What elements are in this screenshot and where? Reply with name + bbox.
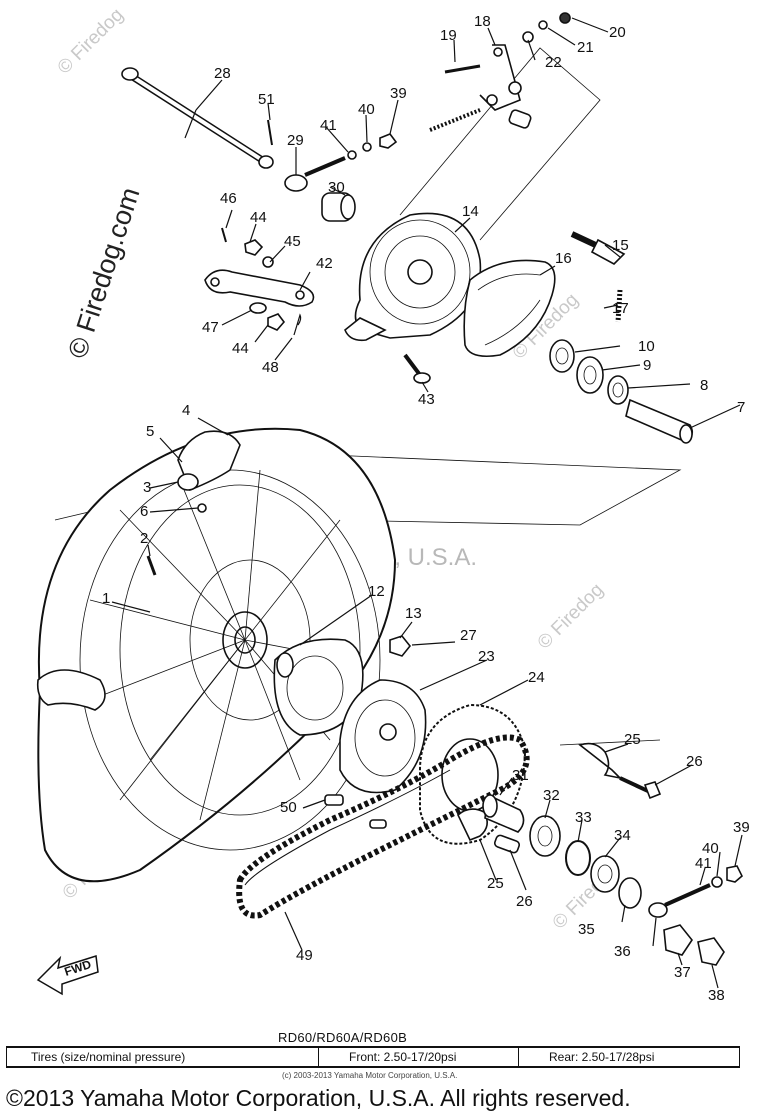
callout-number: 14 xyxy=(462,203,479,220)
master-link-50 xyxy=(324,794,387,829)
rear-wheel-assembly xyxy=(36,427,397,883)
callout-number: 10 xyxy=(638,338,655,355)
callout-number: 41 xyxy=(695,855,712,872)
callout-number: 13 xyxy=(405,605,422,622)
callout-number: 40 xyxy=(358,101,375,118)
sprocket-hub-23 xyxy=(339,679,427,794)
callout-number: 41 xyxy=(320,117,337,134)
spacer-30 xyxy=(321,192,356,222)
callout-number: 48 xyxy=(262,359,279,376)
drive-side-bearings xyxy=(482,793,743,966)
callout-number: 20 xyxy=(609,24,626,41)
callout-number: 5 xyxy=(146,423,154,440)
spring-17 xyxy=(615,289,623,323)
fwd-arrow: FWD xyxy=(36,955,99,996)
callout-number: 6 xyxy=(140,503,148,520)
callout-number: 18 xyxy=(474,13,491,30)
callout-number: 42 xyxy=(316,255,333,272)
tire-spec-table: Tires (size/nominal pressure) Front: 2.5… xyxy=(6,1046,740,1068)
callout-number: 8 xyxy=(700,377,708,394)
model-label: RD60/RD60A/RD60B xyxy=(278,1030,408,1045)
chain-adjusters xyxy=(457,742,662,854)
callout-number: 51 xyxy=(258,91,275,108)
callout-number: 21 xyxy=(577,39,594,56)
callout-number: 3 xyxy=(143,479,151,496)
callout-number: 9 xyxy=(643,357,651,374)
copyright-notice: ©2013 Yamaha Motor Corporation, U.S.A. A… xyxy=(6,1085,631,1111)
callout-number: 34 xyxy=(614,827,631,844)
callout-number: 40 xyxy=(702,840,719,857)
callout-number: 46 xyxy=(220,190,237,207)
bearing-stack xyxy=(549,339,694,444)
callout-number: 38 xyxy=(708,987,725,1004)
callout-number: 4 xyxy=(182,402,190,419)
callout-number: 35 xyxy=(578,921,595,938)
callout-number: 19 xyxy=(440,27,457,44)
callout-number: 45 xyxy=(284,233,301,250)
callout-number: 2 xyxy=(140,530,148,547)
exploded-rear-wheel-diagram: © Firedog © Firedog © Firedog © Firedog … xyxy=(36,4,750,1004)
watermark-text: © Firedog xyxy=(534,579,608,653)
brake-plate-14 xyxy=(344,212,482,384)
callout-number: 31 xyxy=(512,767,529,784)
callout-number: 16 xyxy=(555,250,572,267)
callout-number: 24 xyxy=(528,669,545,686)
bolt-group-top xyxy=(267,119,398,192)
nut-27 xyxy=(389,635,412,657)
callout-number: 44 xyxy=(250,209,267,226)
small-copyright: (c) 2003-2013 Yamaha Motor Corporation, … xyxy=(282,1071,458,1080)
watermark-side-text: © Firedog.com xyxy=(62,184,145,362)
leader-lines xyxy=(111,17,743,989)
callout-number: 25 xyxy=(624,731,641,748)
callout-number: 23 xyxy=(478,648,495,665)
watermark-text: © Firedog xyxy=(54,4,128,78)
callout-number: 27 xyxy=(460,627,477,644)
callout-number: 37 xyxy=(674,964,691,981)
cam-shaft-15 xyxy=(570,231,626,265)
tires-label: Tires (size/nominal pressure) xyxy=(7,1048,319,1066)
callout-numbers: 1 2 3 4 5 6 7 8 9 10 12 13 14 15 16 17 1… xyxy=(102,13,750,1004)
callout-number: 22 xyxy=(545,54,562,71)
callout-number: 17 xyxy=(612,300,629,317)
callout-number: 47 xyxy=(202,319,219,336)
callout-number: 12 xyxy=(368,583,385,600)
axle-28 xyxy=(121,67,274,169)
callout-number: 26 xyxy=(686,753,703,770)
callout-number: 1 xyxy=(102,590,110,607)
callout-number: 50 xyxy=(280,799,297,816)
callout-number: 39 xyxy=(733,819,750,836)
callout-number: 32 xyxy=(543,787,560,804)
callout-number: 33 xyxy=(575,809,592,826)
front-tire-spec: Front: 2.50-17/20psi xyxy=(319,1048,519,1066)
callout-number: 39 xyxy=(390,85,407,102)
callout-number: 29 xyxy=(287,132,304,149)
callout-number: 26 xyxy=(516,893,533,910)
rear-tire-spec: Rear: 2.50-17/28psi xyxy=(549,1050,655,1064)
callout-number: 44 xyxy=(232,340,249,357)
brake-shoes-16 xyxy=(463,259,556,358)
brake-arm-cluster xyxy=(429,12,571,132)
torque-arm-42 xyxy=(204,227,315,336)
callout-number: 43 xyxy=(418,391,435,408)
callout-number: 15 xyxy=(612,237,629,254)
callout-number: 25 xyxy=(487,875,504,892)
callout-number: 36 xyxy=(614,943,631,960)
callout-number: 28 xyxy=(214,65,231,82)
callout-number: 30 xyxy=(328,179,345,196)
drive-chain-49 xyxy=(236,734,530,919)
callout-number: 49 xyxy=(296,947,313,964)
callout-number: 7 xyxy=(737,399,745,416)
